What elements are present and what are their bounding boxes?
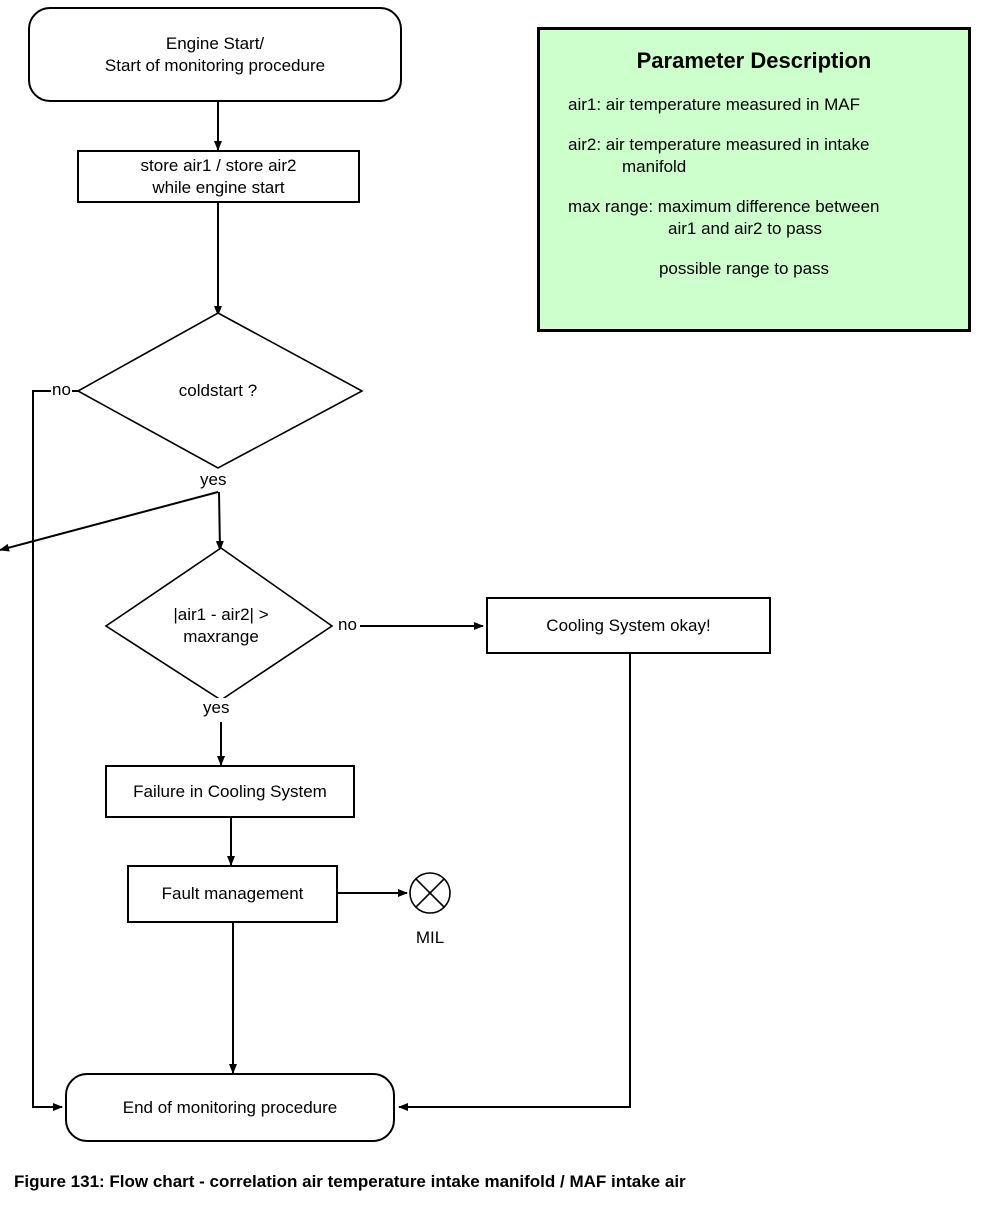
node-decision-coldstart-label[interactable]: coldstart ? bbox=[128, 376, 308, 406]
parameter-entry-air2: air2: air temperature measured in intake… bbox=[554, 134, 954, 178]
node-decision-range-label[interactable]: |air1 - air2| > maxrange bbox=[141, 602, 301, 650]
figure-caption-text: Figure 131: Flow chart - correlation air… bbox=[14, 1172, 686, 1191]
parameter-entry-air1-main: air1: air temperature measured in MAF bbox=[568, 95, 860, 114]
node-engine-start[interactable]: Engine Start/ Start of monitoring proced… bbox=[28, 7, 402, 102]
node-engine-start-line2: Start of monitoring procedure bbox=[104, 55, 326, 75]
node-failure-label: Failure in Cooling System bbox=[133, 781, 327, 801]
edge-coldstart-yes-to-range-2 bbox=[215, 491, 224, 551]
node-store-air[interactable]: store air1 / store air2 while engine sta… bbox=[77, 150, 360, 203]
decision-range-line2: maxrange bbox=[183, 627, 259, 646]
node-failure-in-cooling-system[interactable]: Failure in Cooling System bbox=[105, 765, 355, 818]
edge-cooling-to-end bbox=[398, 653, 631, 1111]
mil-label: MIL bbox=[400, 928, 460, 948]
edge-label-coldstart-yes-text: yes bbox=[200, 470, 227, 489]
parameter-description-title: Parameter Description bbox=[636, 48, 872, 73]
mil-lamp-cross-2 bbox=[415, 878, 445, 908]
edge-label-coldstart-no: no bbox=[51, 380, 72, 400]
parameter-entry-air2-cont: manifold bbox=[622, 157, 687, 177]
mil-lamp-icon bbox=[409, 872, 451, 914]
node-end-label: End of monitoring procedure bbox=[122, 1097, 338, 1117]
parameter-entry-maxrange: max range: maximum difference between ai… bbox=[554, 196, 954, 240]
node-store-air-line1: store air1 / store air2 bbox=[140, 156, 297, 176]
decision-range-line1: |air1 - air2| > bbox=[173, 604, 269, 624]
parameter-entry-maxrange-cont: air1 and air2 to pass bbox=[668, 219, 823, 239]
edge-label-range-no-text: no bbox=[338, 615, 357, 634]
mil-lamp-cross-1 bbox=[415, 878, 445, 908]
parameter-entry-maxrange-main: max range: maximum difference between bbox=[568, 197, 880, 217]
edge-coldstart-yes-to-range bbox=[0, 491, 219, 552]
edge-label-coldstart-no-text: no bbox=[52, 380, 71, 399]
node-fault-management-label: Fault management bbox=[161, 884, 304, 904]
decision-coldstart-text: coldstart ? bbox=[178, 380, 258, 400]
edge-label-range-no: no bbox=[337, 615, 358, 635]
node-cooling-system-okay[interactable]: Cooling System okay! bbox=[486, 597, 771, 654]
figure-caption: Figure 131: Flow chart - correlation air… bbox=[14, 1172, 686, 1192]
parameter-entry-air1: air1: air temperature measured in MAF bbox=[554, 94, 954, 116]
parameter-footer-text: possible range to pass bbox=[658, 259, 830, 279]
edge-label-range-yes: yes bbox=[202, 698, 231, 718]
edge-label-coldstart-yes: yes bbox=[199, 470, 228, 490]
edge-label-range-yes-text: yes bbox=[203, 698, 230, 717]
parameter-footer: possible range to pass bbox=[554, 258, 954, 280]
node-end-of-monitoring[interactable]: End of monitoring procedure bbox=[65, 1073, 395, 1142]
node-engine-start-line1: Engine Start/ bbox=[165, 34, 265, 54]
parameter-description-panel: Parameter Description air1: air temperat… bbox=[537, 27, 971, 332]
mil-label-text: MIL bbox=[415, 928, 445, 947]
parameter-entry-air2-main: air2: air temperature measured in intake bbox=[568, 135, 870, 155]
node-store-air-line2: while engine start bbox=[152, 177, 285, 197]
node-fault-management[interactable]: Fault management bbox=[127, 865, 338, 923]
node-cooling-system-okay-label: Cooling System okay! bbox=[546, 615, 711, 635]
edge-coldstart-no-to-end bbox=[32, 390, 78, 1111]
